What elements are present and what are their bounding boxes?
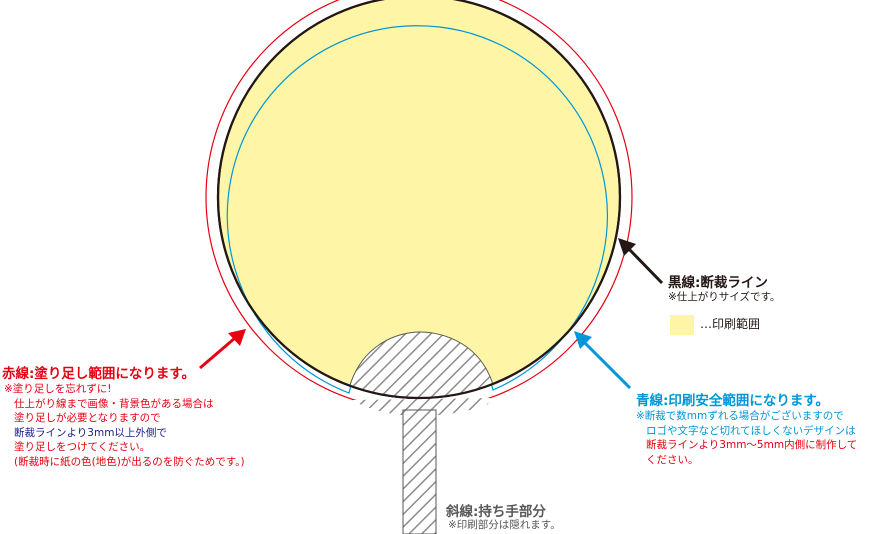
red-arrow — [199, 329, 246, 370]
print-area-legend-label: …印刷範囲 — [700, 317, 761, 331]
safe-line-title: 青線:印刷安全範囲になります。 — [636, 393, 830, 409]
cut-line-title: 黒線:断裁ライン — [668, 275, 768, 291]
safe-note-line: ※断裁で数mmずれる場合がございますので — [636, 410, 844, 422]
safe-note-line: ください。 — [646, 453, 699, 466]
cut-line — [216, 0, 622, 400]
safe-note-line: 断裁ラインより3mm〜5mm内側に制作して — [646, 439, 858, 451]
black-arrow — [618, 238, 664, 285]
handle-stick — [402, 409, 437, 534]
handle-note: ※印刷部分は隠れます。 — [448, 519, 561, 531]
bleed-note-line: 塗り足しをつけてください。 — [14, 441, 151, 453]
handle-mount-hatch — [334, 331, 507, 398]
blue-arrow — [574, 331, 632, 390]
print-area-swatch — [670, 314, 694, 335]
cut-line-note: ※仕上がりサイズです。 — [668, 291, 781, 303]
bleed-line-notes: ※塗り足しを忘れずに! 仕上がり線まで画像・背景色がある場合は 塗り足しが必要と… — [4, 382, 245, 469]
safe-note-line: ロゴや文字など切れてほしくないデザインは — [646, 424, 856, 437]
bleed-note-line: 塗り足しが必要となりますので — [14, 412, 161, 424]
bleed-note-line: 仕上がり線まで画像・背景色がある場合は — [14, 397, 214, 410]
bleed-line-title: 赤線:塗り足し範囲になります。 — [2, 366, 196, 382]
bleed-note-line: 断裁ラインより3mm以上外側で — [14, 426, 167, 439]
print-area-legend: …印刷範囲 — [670, 314, 760, 335]
handle-title: 斜線:持ち手部分 — [446, 504, 546, 520]
handle-neck-hatch — [352, 398, 490, 416]
safe-line-notes: ※断裁で数mmずれる場合がございますので ロゴや文字など切れてほしくないデザイン… — [636, 409, 857, 467]
bleed-note-line: ※塗り足しを忘れずに! — [4, 383, 112, 395]
bleed-note-line: (断裁時に紙の色(地色)が出るのを防ぐためです。) — [14, 455, 245, 468]
